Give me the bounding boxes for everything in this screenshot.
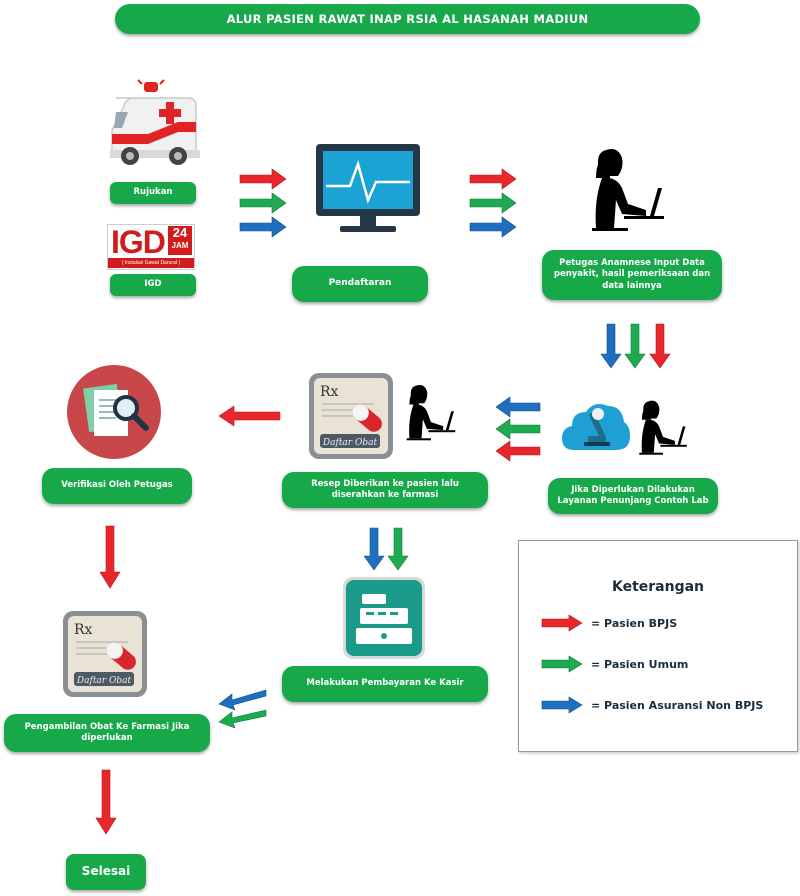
svg-text:Daftar Obat: Daftar Obat	[76, 676, 132, 686]
legend-item-bpjs: = Pasien BPJS	[541, 613, 677, 633]
arrow-resep-verifikasi	[218, 405, 281, 427]
arrow-pengambilan-selesai	[95, 769, 117, 835]
igd-box: IGD	[110, 274, 196, 296]
pharmacy-staff-laptop-icon	[406, 385, 456, 441]
arrow-verifikasi-pengambilan	[99, 525, 121, 589]
lab-box: Jika Diperlukan Dilakukan Layanan Penunj…	[548, 478, 718, 514]
pengambilan-box: Pengambilan Obat Ke Farmasi Jika diperlu…	[4, 714, 210, 752]
page-title: ALUR PASIEN RAWAT INAP RSIA AL HASANAH M…	[115, 4, 700, 34]
lab-microscope-icon	[562, 404, 630, 450]
resep-box: Resep Diberikan ke pasien lalu diserahka…	[282, 472, 488, 508]
svg-text:Rx: Rx	[320, 384, 339, 400]
svg-text:Rx: Rx	[74, 622, 93, 638]
arrow-group-resep-kasir	[364, 527, 409, 571]
medicine-pickup-icon: Rx Daftar Obat	[63, 611, 147, 697]
svg-text:Daftar Obat: Daftar Obat	[322, 438, 378, 448]
verifikasi-box: Verifikasi Oleh Petugas	[42, 468, 192, 504]
ambulance-icon	[110, 79, 200, 165]
arrow-group-anamnese-lab	[600, 323, 671, 369]
prescription-icon: Rx Daftar Obat	[309, 373, 393, 459]
arrow-group-kasir-pengambilan	[218, 689, 267, 729]
staff-laptop-icon	[592, 149, 664, 231]
computer-monitor-icon	[316, 144, 420, 232]
rujukan-box: Rujukan	[110, 182, 196, 204]
legend-title: Keterangan	[611, 579, 705, 595]
lab-staff-laptop-icon	[639, 400, 687, 455]
legend-item-asuransi: = Pasien Asuransi Non BPJS	[541, 695, 763, 715]
legend-item-umum: = Pasien Umum	[541, 654, 688, 674]
red-arrow-icon	[541, 614, 583, 632]
pendaftaran-box: Pendaftaran	[292, 266, 428, 302]
selesai-box: Selesai	[66, 854, 146, 890]
arrow-group-rujukan-pendaftaran	[239, 168, 287, 238]
arrow-group-lab-resep	[496, 396, 541, 462]
kasir-box: Melakukan Pembayaran Ke Kasir	[282, 666, 488, 702]
anamnese-box: Petugas Anamnese Input Data penyakit, ha…	[542, 250, 722, 300]
blue-arrow-icon	[541, 696, 583, 714]
document-search-icon	[67, 365, 161, 459]
igd-logo: IGD 24 JAM ( Instalasi Gawat Darurat )	[107, 224, 195, 270]
legend: Keterangan = Pasien BPJS = Pasien Umum =…	[518, 540, 798, 752]
cash-register-icon	[343, 577, 425, 659]
green-arrow-icon	[541, 655, 583, 673]
arrow-group-pendaftaran-anamnese	[469, 168, 517, 238]
